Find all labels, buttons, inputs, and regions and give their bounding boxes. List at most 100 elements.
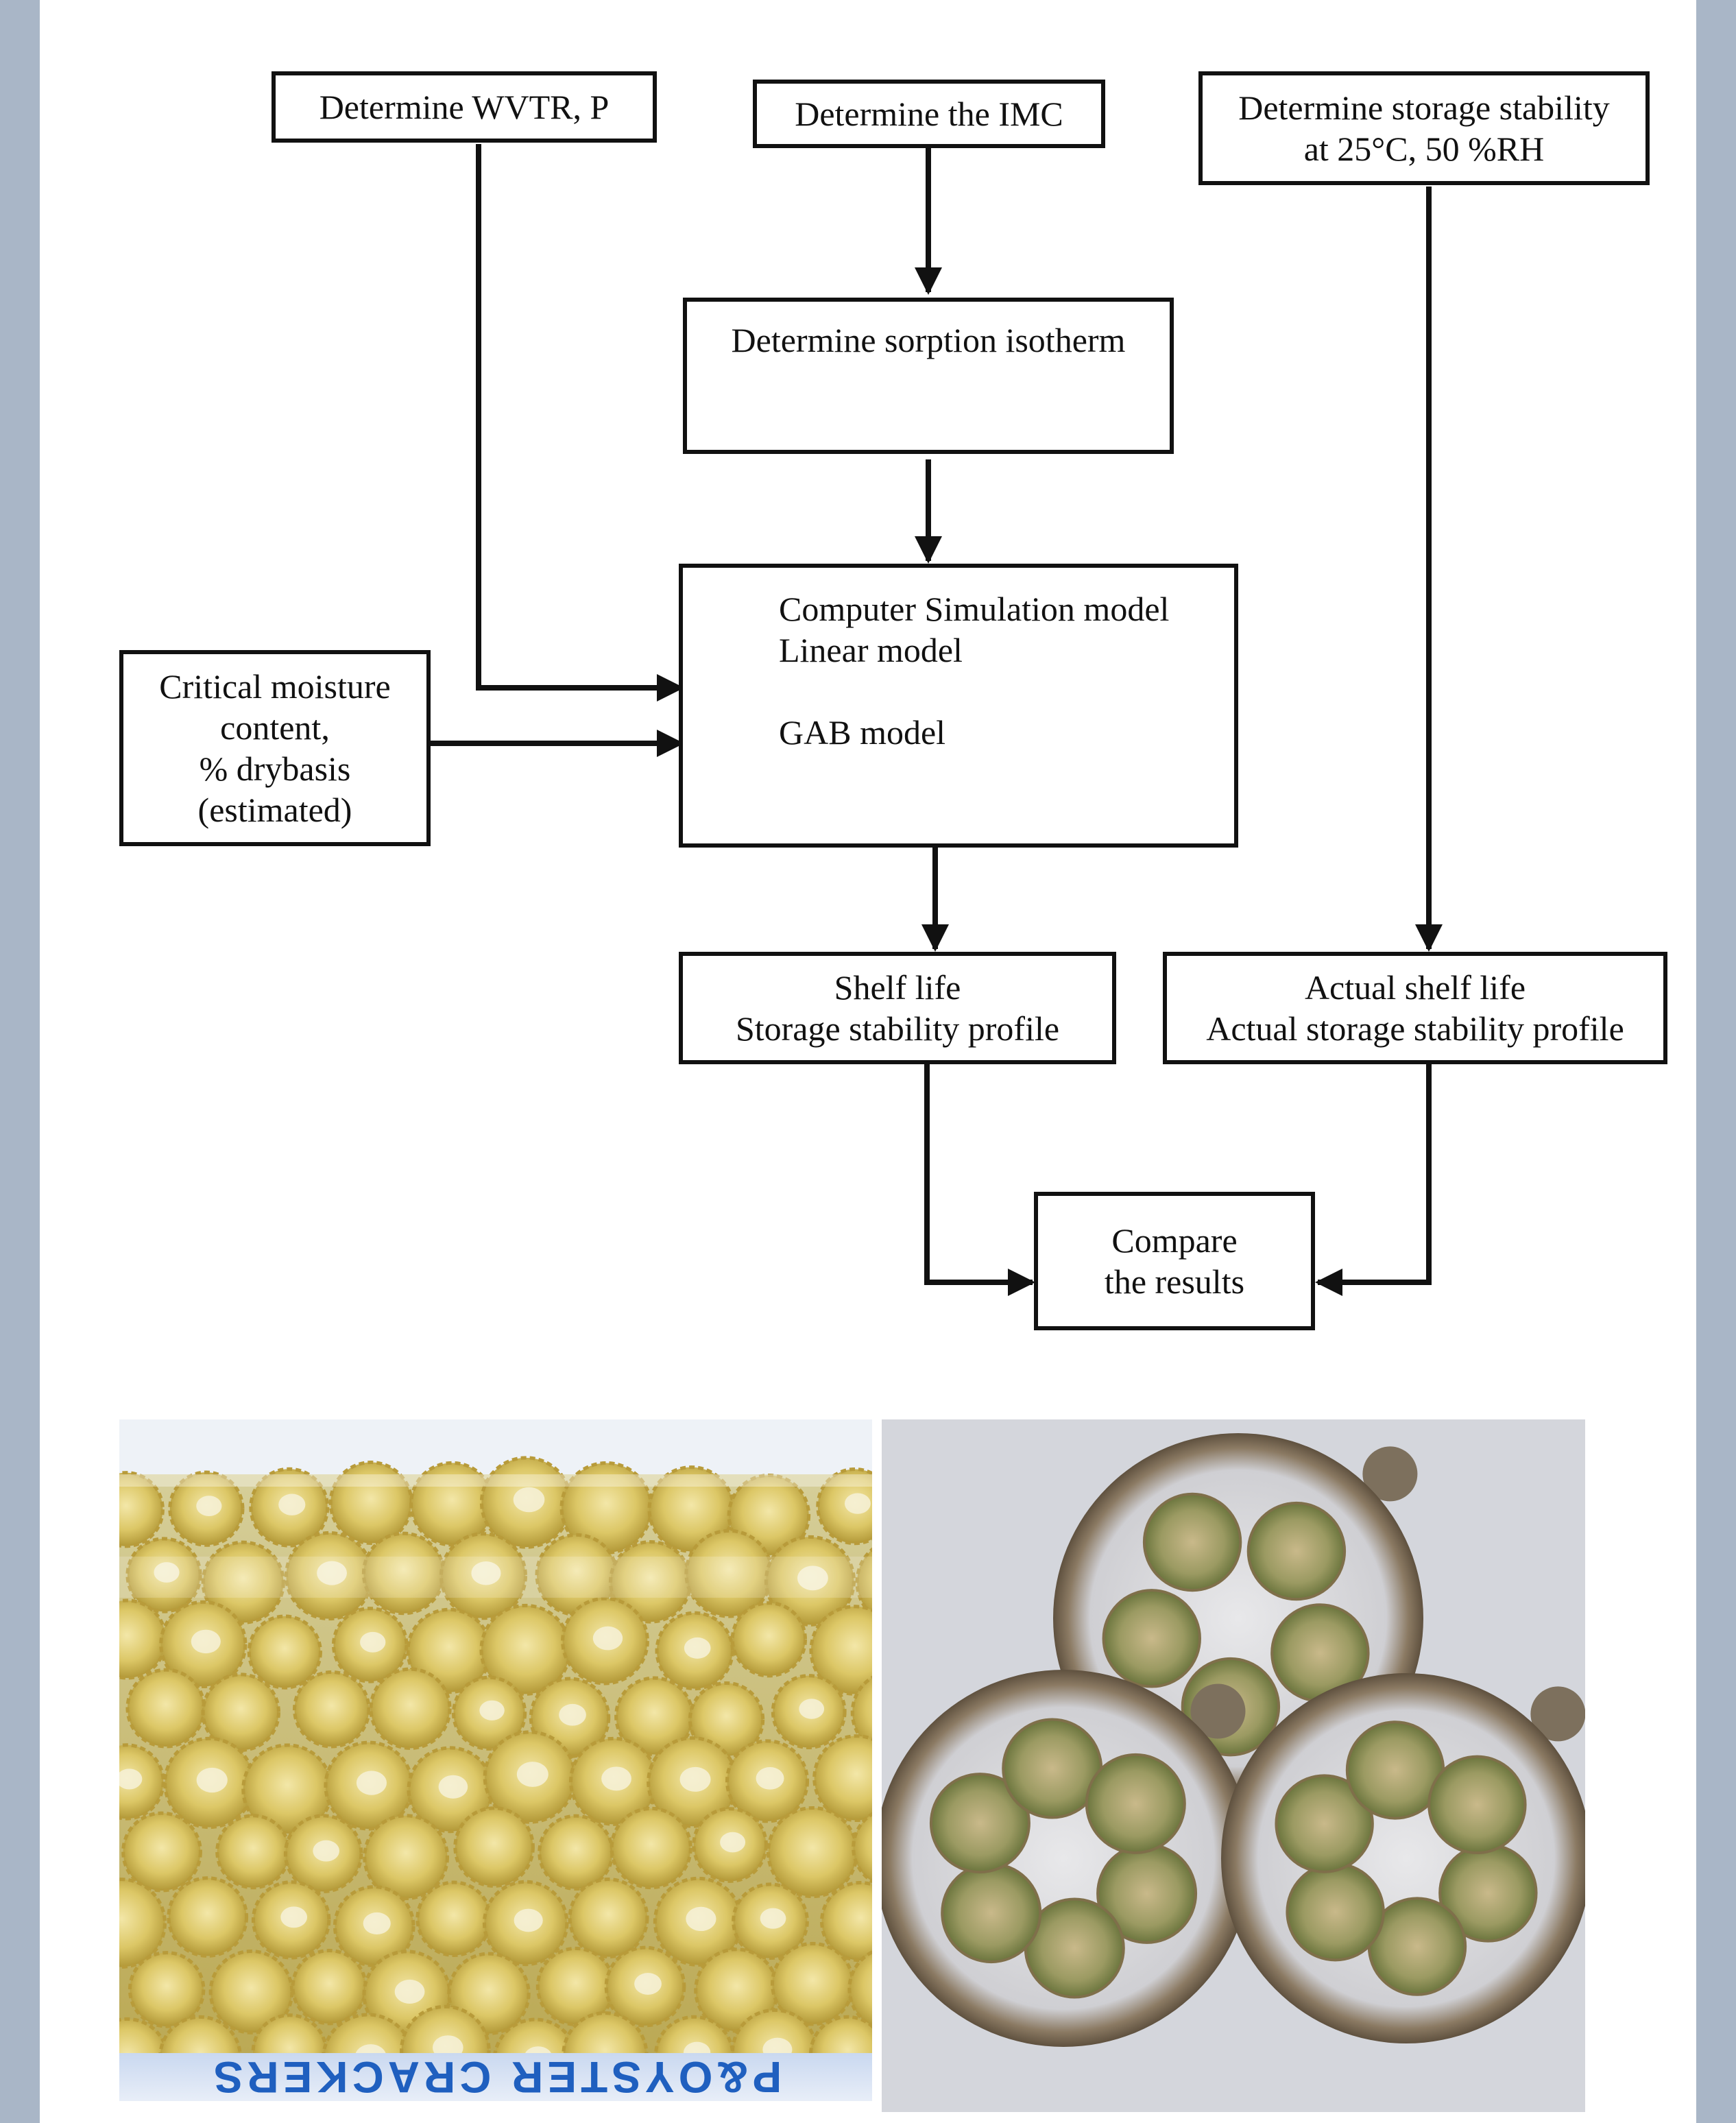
- cracker: [447, 1952, 531, 2035]
- cracker-highlight: [280, 1906, 307, 1928]
- moldy-cracker: [1427, 1755, 1527, 1855]
- cracker: [855, 1547, 872, 1617]
- cracker: [167, 1876, 249, 1958]
- cracker: [453, 1806, 535, 1888]
- moldy-cracker: [941, 1862, 1042, 1964]
- cracker: [415, 1880, 492, 1957]
- cracker-highlight: [514, 1908, 543, 1932]
- box-text-line: Determine the IMC: [795, 95, 1063, 133]
- box-determine-sorption-isotherm: Determine sorption isotherm: [683, 298, 1174, 454]
- cracker-highlight: [592, 1626, 623, 1651]
- box-text-line: Determine WVTR, P: [319, 88, 610, 126]
- cracker: [125, 1668, 206, 1749]
- cracker: [119, 1878, 167, 1969]
- package-label-text: P&OYSTER CRACKERS: [119, 2052, 872, 2101]
- cracker: [201, 1672, 281, 1752]
- cracker: [363, 1814, 449, 1901]
- connector-shelf-to-compare: [924, 1063, 1035, 1296]
- moldy-cracker: [1246, 1501, 1347, 1601]
- cracker-highlight: [634, 1973, 662, 1995]
- cracker: [809, 1605, 872, 1696]
- cracker-highlight: [684, 1637, 711, 1659]
- cracker-highlight: [720, 1832, 746, 1853]
- box-text-line: Determine sorption isotherm: [731, 321, 1126, 359]
- cracker: [568, 1878, 649, 1959]
- cracker: [201, 1540, 285, 1624]
- cracker: [121, 1811, 202, 1893]
- cracker-highlight: [438, 1775, 468, 1799]
- cracker-highlight: [760, 1908, 786, 1929]
- cracker: [610, 1806, 692, 1890]
- cracker: [119, 1471, 165, 1548]
- cracker-highlight: [756, 1766, 784, 1790]
- box-text-line: Actual shelf life: [1304, 968, 1526, 1007]
- cracker-highlight: [356, 1771, 387, 1795]
- box-text-line: content,: [220, 708, 330, 747]
- box-text-line: Actual storage stability profile: [1206, 1009, 1624, 1048]
- cracker-highlight: [360, 1631, 386, 1653]
- box-text-line: Critical moisture: [159, 667, 391, 706]
- cracker: [291, 1948, 367, 2026]
- cracker-highlight: [479, 1700, 505, 1720]
- cracker-highlight: [471, 1561, 501, 1585]
- box-text-line: GAB model: [779, 713, 946, 752]
- connector-wvtr-to-simulation: [476, 144, 684, 701]
- cracker: [767, 1806, 859, 1899]
- cracker-highlight: [313, 1840, 340, 1862]
- cracker: [215, 1814, 291, 1890]
- cracker: [847, 1950, 872, 2028]
- tray-tab: [1530, 1686, 1585, 1742]
- box-text-line: Compare: [1111, 1221, 1238, 1260]
- moldy-cracker: [1085, 1753, 1186, 1854]
- box-text-line: (estimated): [197, 791, 352, 829]
- flowchart-connectors: [431, 144, 1443, 1296]
- photo-moldy-crackers-trays: [882, 1419, 1585, 2112]
- cracker-highlight: [154, 1562, 180, 1583]
- moldy-trays-image: [882, 1419, 1585, 2112]
- cracker: [730, 1601, 808, 1678]
- cracker-highlight: [278, 1494, 306, 1515]
- moldy-cracker: [1102, 1589, 1201, 1688]
- photo-crackers-in-bag: P&OYSTER CRACKERS: [119, 1419, 872, 2101]
- cracker: [247, 1614, 322, 1690]
- cracker: [852, 1812, 872, 1884]
- box-text-line: Determine storage stability: [1238, 88, 1610, 127]
- cracker: [293, 1670, 371, 1749]
- crackers-bag-image: [119, 1419, 872, 2101]
- box-text-line: at 25°C, 50 %RH: [1303, 130, 1545, 168]
- cracker: [816, 1467, 872, 1546]
- cracker-highlight: [799, 1699, 825, 1719]
- box-text-line: the results: [1104, 1262, 1245, 1301]
- cracker: [369, 1667, 452, 1750]
- cracker-highlight: [844, 1493, 871, 1514]
- moldy-cracker: [929, 1773, 1030, 1874]
- box-text-line: Computer Simulation model: [779, 590, 1170, 628]
- cracker-highlight: [119, 1768, 143, 1790]
- cracker-highlight: [196, 1767, 228, 1793]
- cracker-highlight: [191, 1629, 221, 1654]
- cracker: [538, 1814, 614, 1891]
- cracker-highlight: [196, 1496, 222, 1516]
- cracker: [820, 1881, 872, 1963]
- box-text-line: Storage stability profile: [735, 1009, 1060, 1048]
- connector-actual-to-compare: [1315, 1063, 1432, 1296]
- tray-tab: [1190, 1683, 1246, 1739]
- cracker-highlight: [679, 1766, 711, 1792]
- cracker: [128, 1951, 206, 2028]
- cracker-highlight: [797, 1566, 828, 1591]
- cracker-highlight: [363, 1912, 391, 1935]
- moldy-cracker: [1142, 1492, 1242, 1592]
- box-text-line: [779, 671, 788, 712]
- cracker-highlight: [513, 1487, 545, 1513]
- box-text-line: Shelf life: [834, 968, 961, 1007]
- cracker-highlight: [601, 1766, 631, 1791]
- cracker-highlight: [516, 1762, 548, 1787]
- box-text-line: % drybasis: [199, 749, 351, 788]
- moldy-cracker: [1275, 1774, 1374, 1873]
